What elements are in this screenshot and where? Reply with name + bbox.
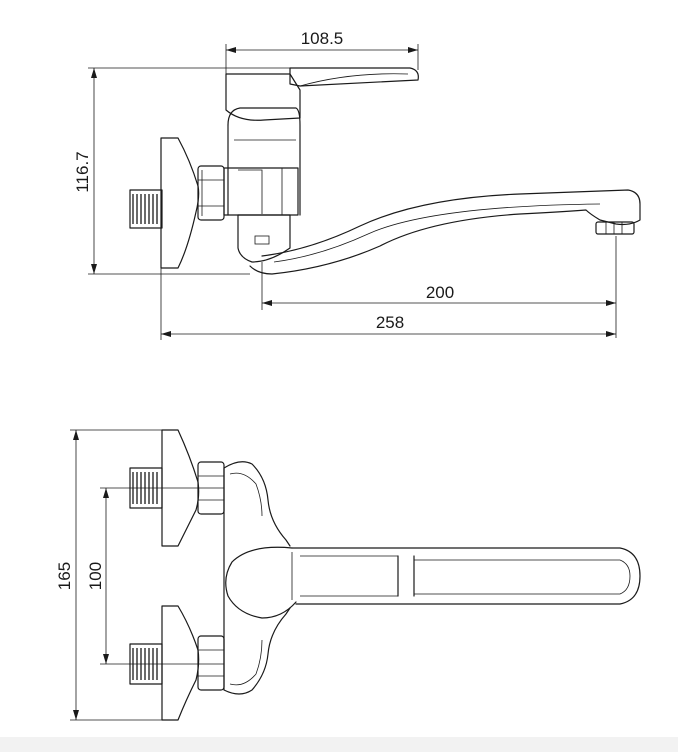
dimension-spout-reach: 200 xyxy=(261,236,617,338)
side-threaded-connector xyxy=(129,189,163,229)
dimension-label-100: 100 xyxy=(86,562,105,590)
top-lower-hex-nut xyxy=(197,635,225,691)
top-lower-flange xyxy=(161,605,200,721)
dimension-overall-height: 165 xyxy=(55,429,178,721)
dimension-label-116-7: 116.7 xyxy=(73,151,92,192)
top-handle-base xyxy=(225,546,297,619)
dimension-lever-length: 108.5 xyxy=(225,29,419,74)
dimension-label-200: 200 xyxy=(426,283,454,302)
top-view: 165 100 xyxy=(55,429,641,721)
side-spout xyxy=(249,189,641,275)
dimension-overall-length: 258 xyxy=(160,268,616,340)
dimension-height: 116.7 xyxy=(73,67,292,275)
side-body xyxy=(223,107,301,263)
side-view: 108.5 116.7 200 258 xyxy=(73,29,641,340)
dimension-label-258: 258 xyxy=(376,313,404,332)
dimension-label-108-5: 108.5 xyxy=(301,29,344,48)
top-lever-arm xyxy=(291,547,641,605)
dimension-label-165: 165 xyxy=(55,562,74,590)
top-body xyxy=(223,461,291,695)
dimension-inlet-spacing: 100 xyxy=(86,487,224,665)
side-handle xyxy=(225,67,419,121)
side-hex-nut xyxy=(197,165,225,221)
bottom-band xyxy=(0,737,678,752)
side-wall-flange xyxy=(160,137,200,269)
